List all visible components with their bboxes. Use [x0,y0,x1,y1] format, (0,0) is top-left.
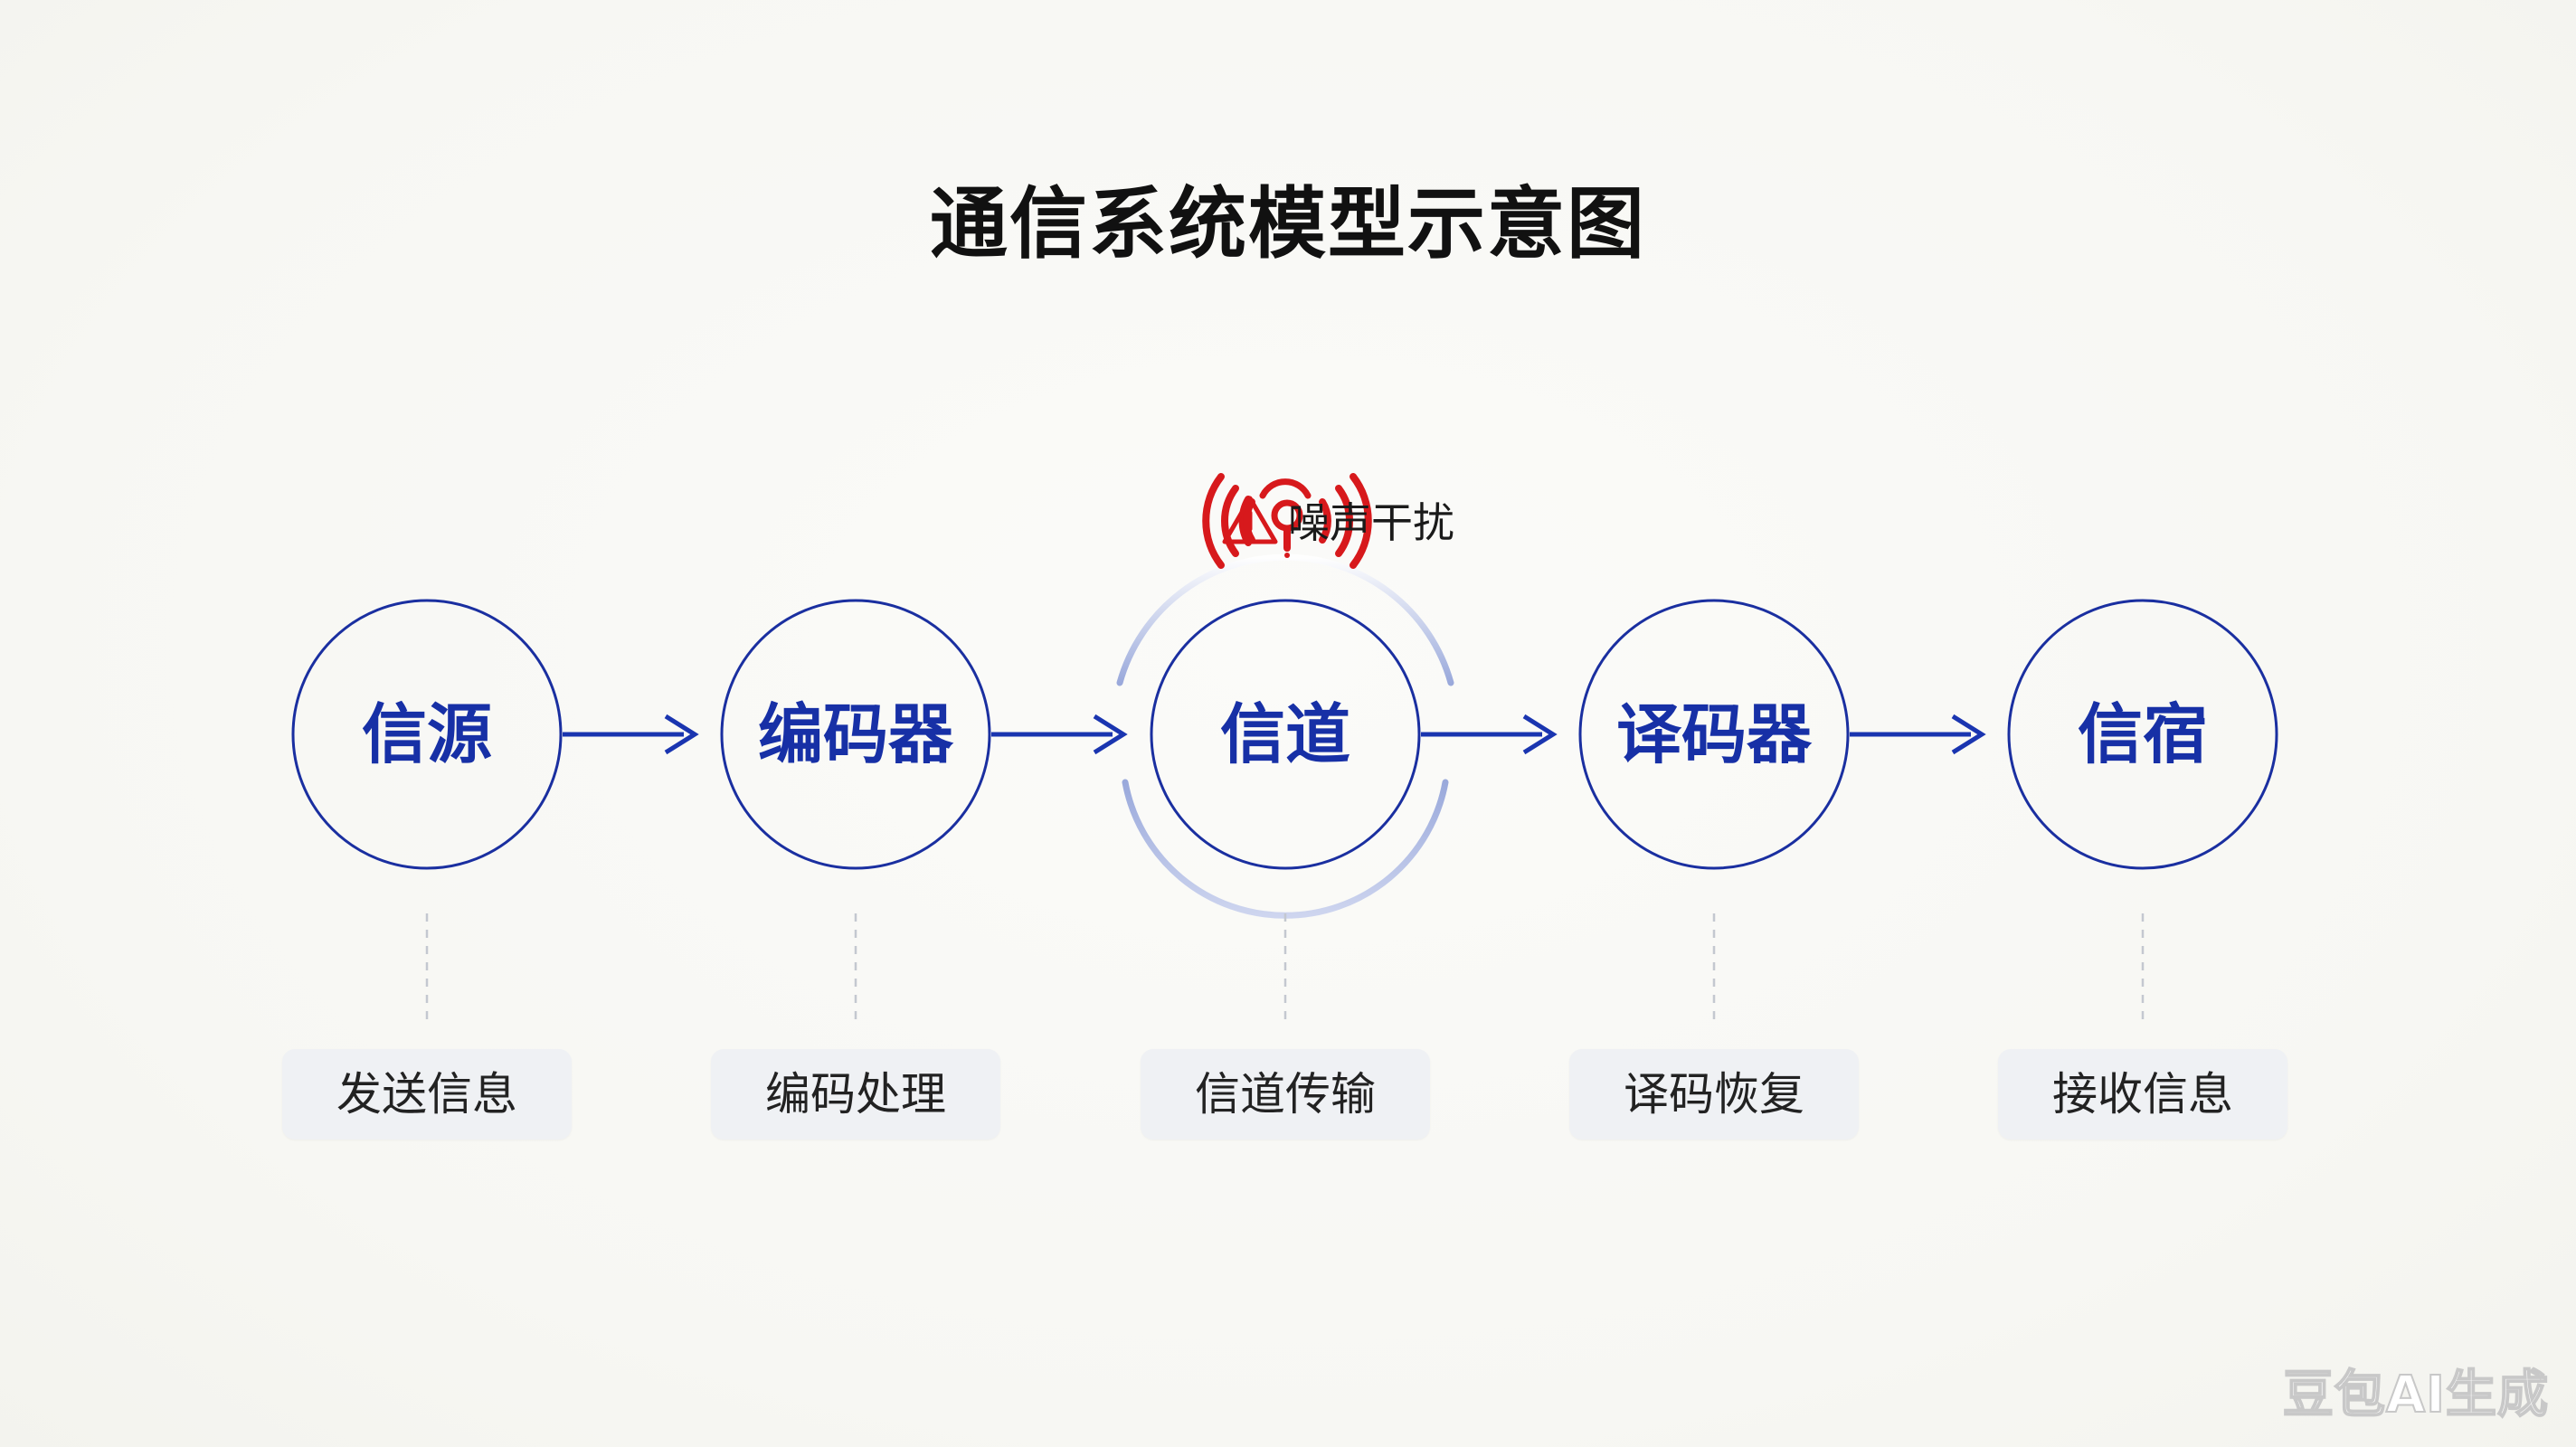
node-circle-sink [2007,599,2278,870]
noise-label: 噪声干扰 [1288,498,1454,547]
desc-box-decoder: 译码恢复 [1569,1049,1859,1140]
node-label-encoder: 编码器 [757,696,953,772]
diagram-title: 通信系统模型示意图 [930,179,1646,270]
node-circle-encoder [720,599,991,870]
noise-annotation: 噪声干扰 [1221,470,1454,570]
desc-box-channel: 信道传输 [1141,1049,1430,1140]
node-label-source: 信源 [361,696,492,772]
desc-box-sink: 接收信息 [1998,1049,2287,1140]
node-label-decoder: 译码器 [1615,696,1812,772]
channel-halo-top [1116,553,1454,686]
arrow-encoder-to-channel [991,714,1128,755]
node-circle-source [291,599,563,870]
arrow-decoder-to-sink [1850,714,1986,755]
channel-halo-bottom [1122,779,1449,919]
warning-triangle-icon [1222,496,1278,544]
arrow-channel-to-decoder [1421,714,1558,755]
node-circle-channel [1150,599,1421,870]
desc-box-encoder: 编码处理 [711,1049,1000,1140]
node-label-channel: 信道 [1219,696,1350,772]
node-circle-decoder [1578,599,1850,870]
desc-box-source: 发送信息 [282,1049,572,1140]
watermark: 豆包AI生成 [2282,1365,2549,1425]
node-label-sink: 信宿 [2077,696,2208,772]
arrow-source-to-encoder [563,714,699,755]
